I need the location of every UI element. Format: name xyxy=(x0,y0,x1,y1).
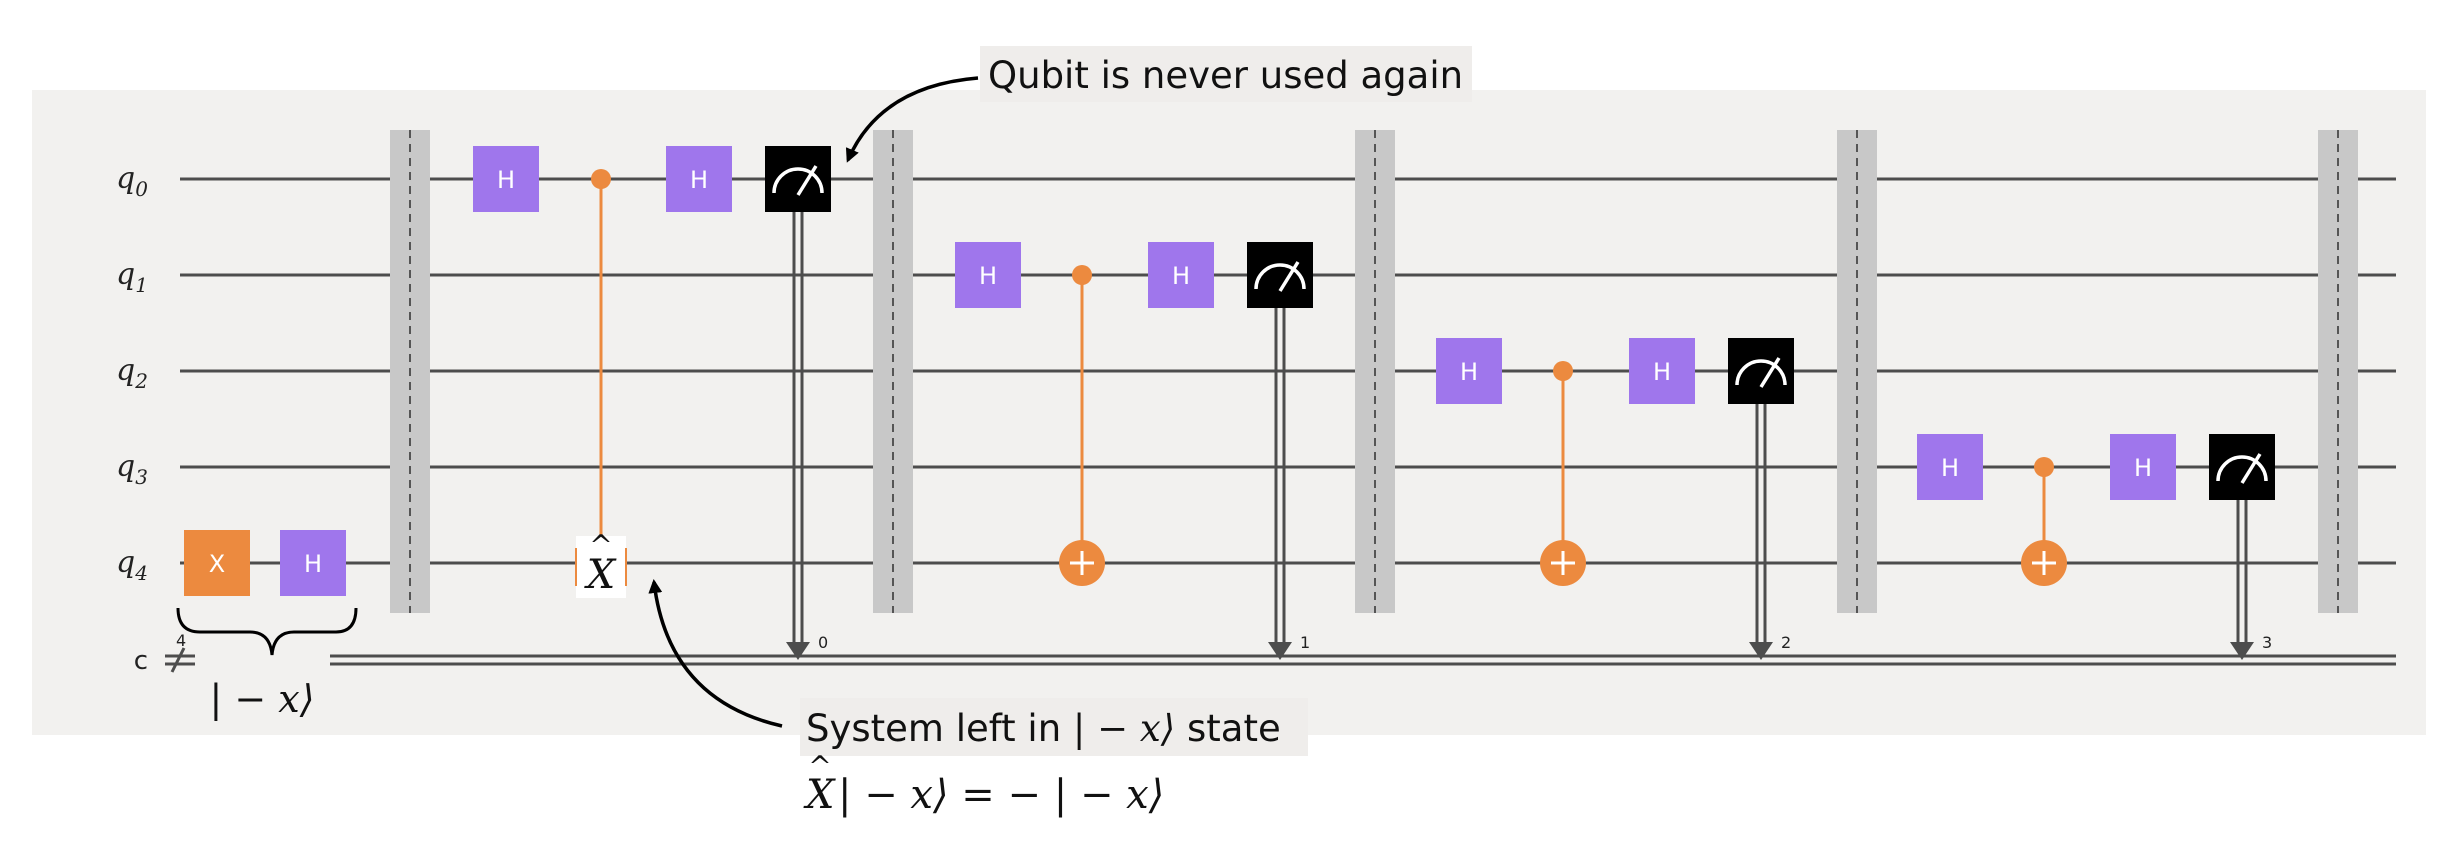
barrier-3 xyxy=(1355,130,1395,613)
classical-width-slash xyxy=(170,647,186,673)
svg-text:H: H xyxy=(497,166,515,194)
never-used-arrow xyxy=(845,76,979,163)
svg-text:H: H xyxy=(1172,262,1190,290)
cnot-target-q4-a xyxy=(1059,540,1105,586)
svg-text:^: ^ xyxy=(589,529,612,562)
never-used-label: Qubit is never used again xyxy=(988,54,1463,97)
h-gate-q1-a: H xyxy=(955,242,1021,308)
wire-labels: q0 q1 q2 q3 q4 c 4 xyxy=(116,161,186,676)
classical-width: 4 xyxy=(176,631,186,650)
measure-q0: 0 xyxy=(765,146,831,660)
label-q2: q2 xyxy=(116,353,148,393)
circuit-background xyxy=(32,90,2426,735)
label-classical: c xyxy=(134,646,148,676)
measure-bit-2: 2 xyxy=(1781,633,1791,652)
svg-text:H: H xyxy=(1460,358,1478,386)
svg-text:^: ^ xyxy=(808,750,831,783)
h-gate-q3-a: H xyxy=(1917,434,1983,500)
measure-q1: 1 xyxy=(1247,242,1313,660)
control-dot-q3 xyxy=(2034,457,2054,477)
svg-text:H: H xyxy=(979,262,997,290)
oracle-xhat-q4: ^ X xyxy=(575,529,627,598)
system-left-arrow xyxy=(648,579,783,728)
h-gate-q1-b: H xyxy=(1148,242,1214,308)
svg-text:X: X xyxy=(584,552,617,598)
brace-label: | − x⟩ xyxy=(209,677,314,721)
barriers xyxy=(390,130,2358,613)
svg-text:H: H xyxy=(304,550,322,578)
equation: ^ X | − x⟩ = − | − x⟩ xyxy=(803,750,1164,818)
svg-text:H: H xyxy=(690,166,708,194)
system-left-label: System left in | − x⟩ state xyxy=(806,707,1281,750)
h-gate-q2-b: H xyxy=(1629,338,1695,404)
h-gate-q2-a: H xyxy=(1436,338,1502,404)
barrier-1 xyxy=(390,130,430,613)
measure-q2: 2 xyxy=(1728,338,1794,660)
label-q4: q4 xyxy=(116,545,148,585)
measure-q3: 3 xyxy=(2209,434,2275,660)
label-q1: q1 xyxy=(116,257,148,297)
control-dot-q1 xyxy=(1072,265,1092,285)
cnot-target-q4-c xyxy=(2021,540,2067,586)
h-gate-q0-a: H xyxy=(473,146,539,212)
h-gate-q0-b: H xyxy=(666,146,732,212)
label-q3: q3 xyxy=(116,449,148,489)
svg-text:X: X xyxy=(803,772,836,818)
measure-bit-1: 1 xyxy=(1300,633,1310,652)
measure-bit-3: 3 xyxy=(2262,633,2272,652)
cnot-target-q4-b xyxy=(1540,540,1586,586)
svg-text:X: X xyxy=(209,550,225,578)
brace xyxy=(176,607,358,656)
barrier-4 xyxy=(1837,130,1877,613)
svg-text:H: H xyxy=(2134,454,2152,482)
h-gate-q4-prep: H xyxy=(280,530,346,596)
system-left-highlight xyxy=(800,698,1308,756)
svg-text:| − x⟩ = − | − x⟩: | − x⟩ = − | − x⟩ xyxy=(838,772,1164,818)
barrier-5 xyxy=(2318,130,2358,613)
svg-text:H: H xyxy=(1941,454,1959,482)
svg-text:H: H xyxy=(1653,358,1671,386)
classical-wire xyxy=(165,647,2396,673)
label-q0: q0 xyxy=(116,161,148,201)
measure-bit-0: 0 xyxy=(818,633,828,652)
x-gate-q4: X xyxy=(184,530,250,596)
h-gate-q3-b: H xyxy=(2110,434,2176,500)
control-dot-q0 xyxy=(591,169,611,189)
barrier-2 xyxy=(873,130,913,613)
control-dot-q2 xyxy=(1553,361,1573,381)
never-used-highlight xyxy=(980,46,1472,102)
